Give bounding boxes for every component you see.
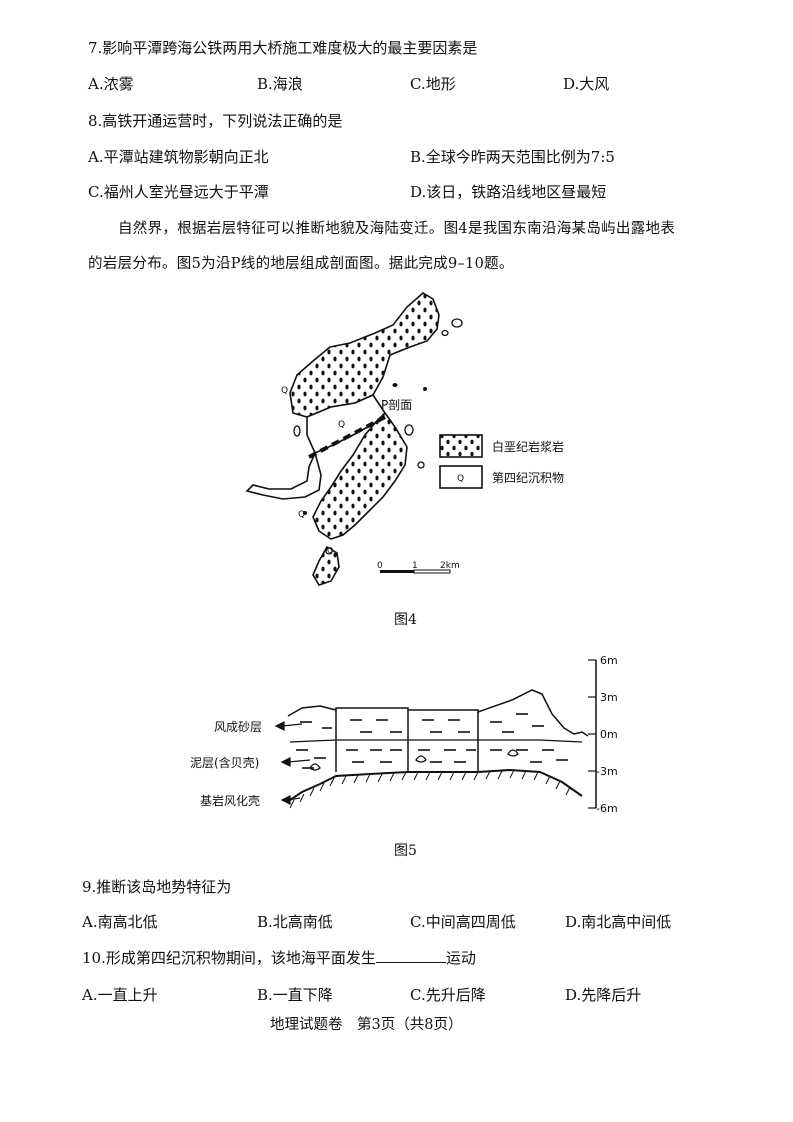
western-spit <box>245 450 322 500</box>
southern-tip <box>312 545 340 586</box>
scale-label-2: 2km <box>440 561 460 571</box>
q7-option-c[interactable]: C.地形 <box>410 75 456 93</box>
depth-tick-6m: 6m <box>600 654 618 667</box>
scale-label-0: 0 <box>377 561 383 571</box>
legend-label-quaternary: 第四纪沉积物 <box>492 471 564 485</box>
islet <box>441 329 449 337</box>
q10-option-d[interactable]: D.先降后升 <box>565 986 642 1004</box>
q7-option-d[interactable]: D.大风 <box>563 75 610 93</box>
q9-option-b[interactable]: B.北高南低 <box>257 913 333 931</box>
answer-blank[interactable] <box>375 948 446 963</box>
islet <box>392 383 398 387</box>
q10-option-a[interactable]: A.一直上升 <box>82 986 158 1004</box>
sand-layer-pattern <box>300 713 544 733</box>
islet <box>325 547 333 555</box>
islet <box>404 424 414 436</box>
p-profile-line <box>308 415 386 459</box>
legend-swatch-quaternary <box>439 465 483 489</box>
mud-layer-pattern <box>296 749 568 769</box>
figure-4-scale-bar: 0 1 2km <box>377 561 460 574</box>
q-label-south: Q <box>298 510 305 520</box>
q10-option-c[interactable]: C.先升后降 <box>410 986 486 1004</box>
shell-icons <box>309 749 519 771</box>
q-label-middle: Q <box>338 420 345 430</box>
question-10-stem: 10.形成第四纪沉积物期间，该地海平面发生 运动 <box>82 948 476 968</box>
depth-tick-neg3m: -3m <box>596 765 618 778</box>
islet <box>451 318 463 328</box>
question-10-stem-before: 10.形成第四纪沉积物期间，该地海平面发生 <box>82 949 376 967</box>
legend-swatch-symbol: Q <box>457 474 464 484</box>
sand-mud-boundary <box>289 739 583 743</box>
question-8-stem: 8.高铁开通运营时，下列说法正确的是 <box>88 112 343 130</box>
p-profile-label: P剖面 <box>381 398 412 412</box>
intro-line-1: 自然界，根据岩层特征可以推断地貌及海陆变迁。图4是我国东南沿海某岛屿出露地表 <box>118 221 676 237</box>
scale-label-1: 1 <box>412 561 418 571</box>
q8-option-a[interactable]: A.平潭站建筑物影朝向正北 <box>88 148 269 166</box>
figure-4-map: P剖面 Q Q Q Q <box>245 292 463 586</box>
layer-label-sand: 风成砂层 <box>214 720 262 734</box>
islet <box>423 387 427 391</box>
legend-swatch-igneous <box>439 434 483 458</box>
q8-option-c[interactable]: C.福州人室光昼远大于平潭 <box>88 183 269 201</box>
islet <box>293 425 301 437</box>
q-label-tip: Q <box>327 546 333 555</box>
islet <box>303 511 307 515</box>
surface-profile <box>287 689 589 737</box>
south-igneous-area <box>312 411 408 540</box>
depth-tick-0m: 0m <box>600 728 618 741</box>
question-7-stem: 7.影响平潭跨海公铁两用大桥施工难度极大的最主要因素是 <box>88 39 478 57</box>
q10-option-b[interactable]: B.一直下降 <box>257 986 333 1004</box>
question-9-stem: 9.推断该岛地势特征为 <box>82 878 232 896</box>
intro-line-2: 的岩层分布。图5为沿P线的地层组成剖面图。据此完成9–10题。 <box>88 256 514 272</box>
islet <box>417 461 425 469</box>
figure-5-section: 6m 3m 0m -3m -6m <box>190 654 618 815</box>
q9-option-d[interactable]: D.南北高中间低 <box>565 913 672 931</box>
q-label-north: Q <box>281 386 288 396</box>
legend-label-igneous: 白垩纪岩浆岩 <box>492 439 564 454</box>
depth-tick-3m: 3m <box>600 691 618 704</box>
figure-4-caption: 图4 <box>394 612 417 628</box>
depth-tick-neg6m: -6m <box>596 802 618 815</box>
q7-option-a[interactable]: A.浓雾 <box>88 75 134 93</box>
question-10-stem-after: 运动 <box>445 949 476 967</box>
layer-label-mud: 泥层(含贝壳) <box>190 755 259 770</box>
q8-option-b[interactable]: B.全球今昨两天范围比例为7:5 <box>410 148 615 166</box>
q9-option-a[interactable]: A.南高北低 <box>82 913 158 931</box>
q9-option-c[interactable]: C.中间高四周低 <box>410 913 516 931</box>
bedrock-hatching <box>289 769 571 809</box>
q7-option-b[interactable]: B.海浪 <box>257 75 303 93</box>
mud-bedrock-boundary <box>289 768 583 801</box>
layer-label-bedrock: 基岩风化壳 <box>200 793 260 808</box>
north-igneous-area <box>289 292 440 418</box>
layer-pointer-arrows <box>274 721 311 805</box>
figure-4-legend: 白垩纪岩浆岩 Q 第四纪沉积物 <box>439 434 564 489</box>
figure-5-caption: 图5 <box>394 843 417 859</box>
page-footer: 地理试题卷 第3页（共8页） <box>270 1017 463 1033</box>
q8-option-d[interactable]: D.该日，铁路沿线地区昼最短 <box>410 183 607 201</box>
